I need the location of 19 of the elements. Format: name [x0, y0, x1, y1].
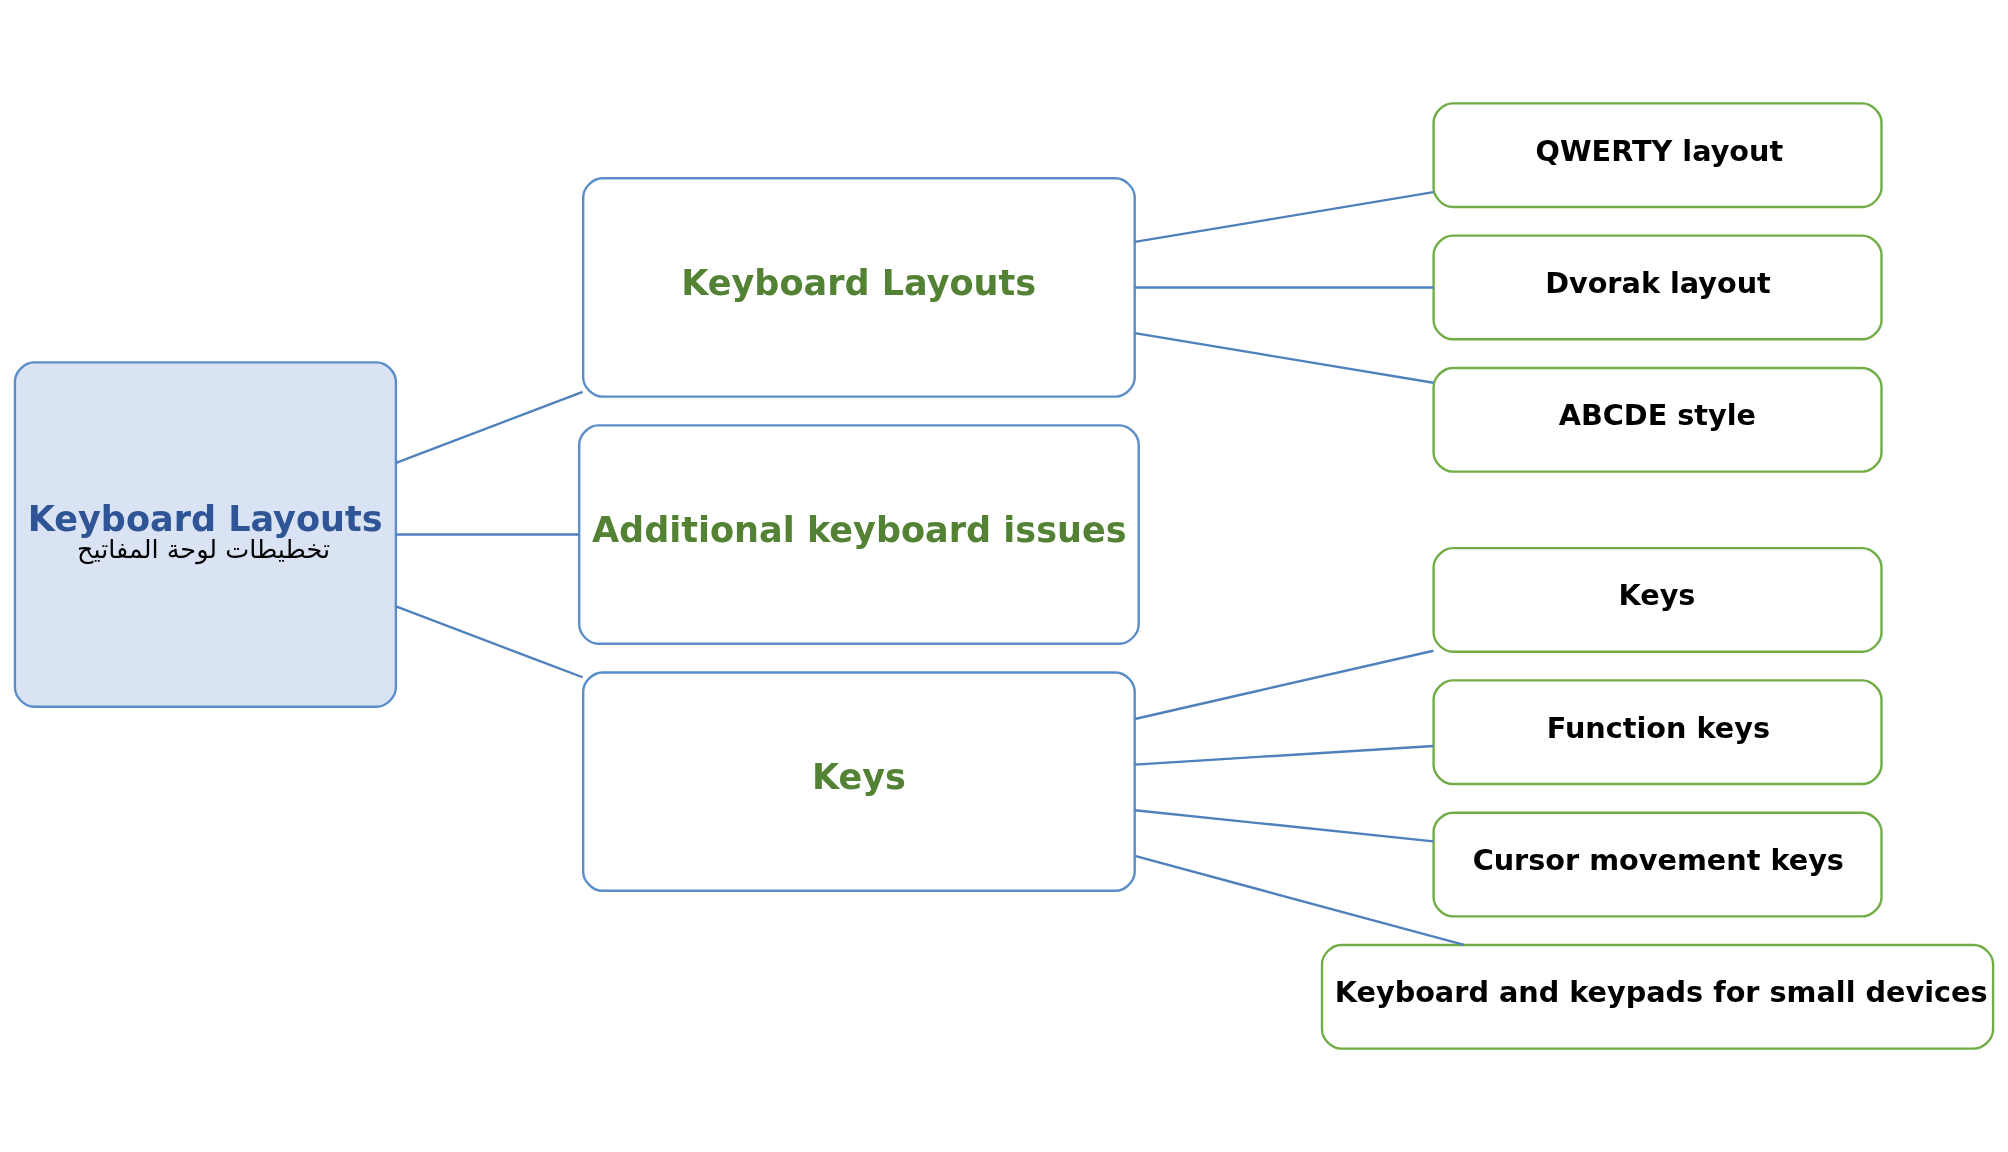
node-box: Keys — [1432, 546, 1883, 653]
connector — [395, 390, 584, 464]
node-box: QWERTY layout — [1432, 102, 1883, 209]
node-box: Function keys — [1432, 679, 1883, 786]
connector — [396, 533, 579, 536]
node-box: Additional keyboard issues — [578, 424, 1140, 645]
node-box: Dvorak layout — [1432, 234, 1883, 341]
node-box: ABCDE style — [1432, 366, 1883, 473]
connector — [1134, 191, 1434, 244]
connector — [1134, 649, 1434, 721]
connector — [1134, 331, 1434, 384]
node-box: Keys — [582, 671, 1136, 892]
connector — [1134, 809, 1434, 843]
node-box: Keyboard Layouts — [582, 177, 1136, 398]
node-box: Cursor movement keys — [1432, 811, 1883, 918]
connector — [395, 605, 584, 679]
connector — [1134, 286, 1434, 289]
node-box: Keyboard and keypads for small devices — [1320, 943, 1995, 1050]
connector — [1134, 744, 1434, 766]
